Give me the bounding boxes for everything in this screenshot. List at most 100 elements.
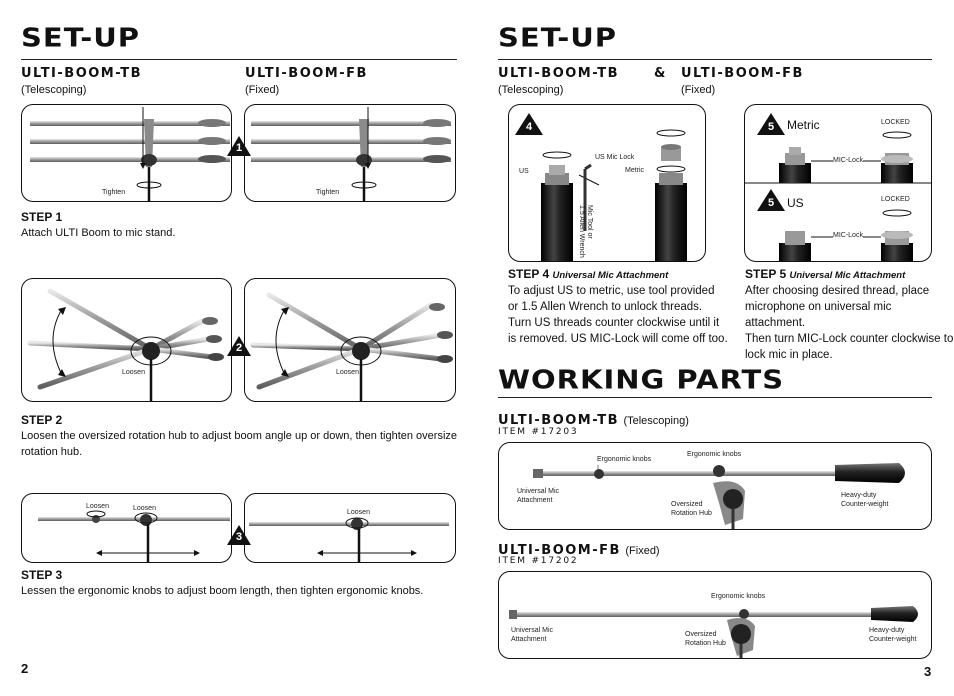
tb-label-knobs-b: Ergonomic knobs xyxy=(687,451,742,458)
working-parts-rule xyxy=(498,397,932,398)
fig2-fixed-box: Loosen xyxy=(244,278,456,402)
fig1-telescoping-box: Tighten xyxy=(21,104,232,202)
step4-line: Turn US threads counter clockwise until … xyxy=(508,317,720,329)
fig4-tool-line2: 1.5 Allen Wrench xyxy=(578,205,585,258)
fb-heading: ULTI-BOOM-FB xyxy=(498,543,621,558)
tb-label-hub-line2: Rotation Hub xyxy=(671,510,712,517)
fb-parts-illustration xyxy=(509,606,918,658)
fig2-label-a: Loosen xyxy=(122,369,145,376)
fig1-label-a: Tighten xyxy=(102,189,126,196)
fig1-label-b: Tighten xyxy=(316,189,340,196)
step5-heading-row: STEP 5 Universal Mic Attachment xyxy=(745,267,905,281)
fig5-label-metric: Metric xyxy=(787,118,820,132)
fb-label-cw-line2: Counter-weight xyxy=(869,636,917,643)
fb-label-hub-line1: Oversized xyxy=(685,631,717,638)
fig1-step-badge: 1 xyxy=(227,136,251,156)
fig4-label-metric: Metric xyxy=(625,167,645,174)
step5-body: After choosing desired thread, place mic… xyxy=(745,283,954,363)
fig4-tool-line1: Mic Tool or xyxy=(586,205,593,239)
step5-line: Then turn MIC-Lock counter clockwise to xyxy=(745,333,954,345)
right-heading-a: ULTI-BOOM-TB xyxy=(498,66,619,81)
step3-heading: STEP 3 xyxy=(21,568,63,582)
tb-label-mic-line2: Attachment xyxy=(517,497,553,504)
fig3-step-badge: 3 xyxy=(227,525,251,545)
fig3-label-b: Loosen xyxy=(133,505,156,512)
right-title-rule xyxy=(498,59,932,60)
fig1-step-number: 1 xyxy=(235,142,243,154)
fb-label-cw-line1: Heavy-duty xyxy=(869,627,905,634)
left-page-title: SET-UP xyxy=(21,22,141,53)
working-parts-title: WORKING PARTS xyxy=(498,364,785,395)
fb-parts-box: Ergonomic knobs Universal Mic Attachment… xyxy=(498,571,932,659)
right-page-title: SET-UP xyxy=(498,22,618,53)
fig2-telescoping-illustration xyxy=(27,288,224,401)
fb-label-hub: Oversized Rotation Hub xyxy=(685,630,726,648)
step4-heading: STEP 4 xyxy=(508,267,550,281)
fig2-step-number: 2 xyxy=(235,342,243,354)
step1-text: Attach ULTI Boom to mic stand. xyxy=(21,227,176,239)
step4-body: To adjust US to metric, use tool provide… xyxy=(508,283,728,347)
left-title-rule xyxy=(21,59,457,60)
fb-note: (Fixed) xyxy=(625,545,660,557)
fig4-label-us-mic-lock: US Mic Lock xyxy=(595,154,635,161)
fig4-mic-attachment-illustration xyxy=(515,113,687,261)
fig5-thread-illustration xyxy=(745,113,931,261)
fig5-box: 5 Metric LOCKED MIC-Lock 5 US LOCKED MIC… xyxy=(744,104,932,262)
fig2-label-b: Loosen xyxy=(336,369,359,376)
left-col2-heading: ULTI-BOOM-FB xyxy=(245,66,368,81)
step4-line: is removed. US MIC-Lock will come off to… xyxy=(508,333,728,345)
fb-item-number: ITEM #17202 xyxy=(498,556,579,566)
fb-label-counterweight: Heavy-duty Counter-weight xyxy=(869,626,916,644)
step4-heading-row: STEP 4 Universal Mic Attachment xyxy=(508,267,668,281)
left-page-number: 2 xyxy=(21,661,29,676)
left-col1-heading: ULTI-BOOM-TB xyxy=(21,66,142,81)
fig5-label-locked-bottom: LOCKED xyxy=(881,196,910,203)
tb-label-counterweight: Heavy-duty Counter-weight xyxy=(841,491,888,509)
tb-label-cw-line2: Counter-weight xyxy=(841,501,889,508)
step4-line: To adjust US to metric, use tool provide… xyxy=(508,285,715,297)
tb-heading: ULTI-BOOM-TB xyxy=(498,413,619,428)
fig3-telescoping-illustration xyxy=(38,510,230,562)
left-col2-note: (Fixed) xyxy=(245,84,280,96)
right-note-a: (Telescoping) xyxy=(498,84,564,96)
tb-parts-box: Ergonomic knobs Ergonomic knobs Universa… xyxy=(498,442,932,530)
step5-heading: STEP 5 xyxy=(745,267,787,281)
step2-line1: Loosen the oversized rotation hub to adj… xyxy=(21,430,458,442)
fig5-label-locked-top: LOCKED xyxy=(881,119,910,126)
right-note-b: (Fixed) xyxy=(681,84,716,96)
fig1-fixed-box: Tighten xyxy=(244,104,456,202)
fb-heading-row: ULTI-BOOM-FB (Fixed) xyxy=(498,541,660,559)
right-heading-amp: & xyxy=(654,66,667,81)
fig5-bottom-step-number: 5 xyxy=(767,197,775,209)
fb-label-knobs: Ergonomic knobs xyxy=(711,593,766,600)
tb-heading-row: ULTI-BOOM-TB (Telescoping) xyxy=(498,411,689,429)
fig3-fixed-box: Loosen xyxy=(244,493,456,563)
fig4-tool-label: Mic Tool or 1.5 Allen Wrench xyxy=(577,205,593,258)
fig4-label-us: US xyxy=(519,168,529,175)
step5-line: microphone on universal mic attachment. xyxy=(745,301,892,329)
right-heading-b: ULTI-BOOM-FB xyxy=(681,66,804,81)
step5-subheading: Universal Mic Attachment xyxy=(789,270,906,281)
fig5-label-us: US xyxy=(787,196,804,210)
tb-label-hub-line1: Oversized xyxy=(671,501,703,508)
fb-label-hub-line2: Rotation Hub xyxy=(685,640,726,647)
step3-text: Lessen the ergonomic knobs to adjust boo… xyxy=(21,585,424,597)
fig2-telescoping-box: Loosen xyxy=(21,278,232,402)
step4-line: or 1.5 Allen Wrench to unlock threads. xyxy=(508,301,703,313)
fb-label-mic-line1: Universal Mic xyxy=(511,627,554,634)
fig5-top-step-number: 5 xyxy=(767,121,775,133)
fig3-fixed-illustration xyxy=(249,517,449,562)
step5-line: After choosing desired thread, place xyxy=(745,285,930,297)
left-col1-note: (Telescoping) xyxy=(21,84,87,96)
fig1-fixed-illustration xyxy=(251,107,451,201)
tb-label-hub: Oversized Rotation Hub xyxy=(671,500,712,518)
fig5-label-miclock-bottom: MIC-Lock xyxy=(833,232,863,239)
step4-subheading: Universal Mic Attachment xyxy=(552,270,669,281)
tb-label-knobs-a: Ergonomic knobs xyxy=(597,456,652,463)
fig1-telescoping-illustration xyxy=(30,107,230,201)
right-page-number: 3 xyxy=(924,664,932,679)
tb-note: (Telescoping) xyxy=(623,415,689,427)
step2-line2: rotation hub. xyxy=(21,446,83,458)
fig3-label-a: Loosen xyxy=(86,503,109,510)
fig3-label-c: Loosen xyxy=(347,509,370,516)
